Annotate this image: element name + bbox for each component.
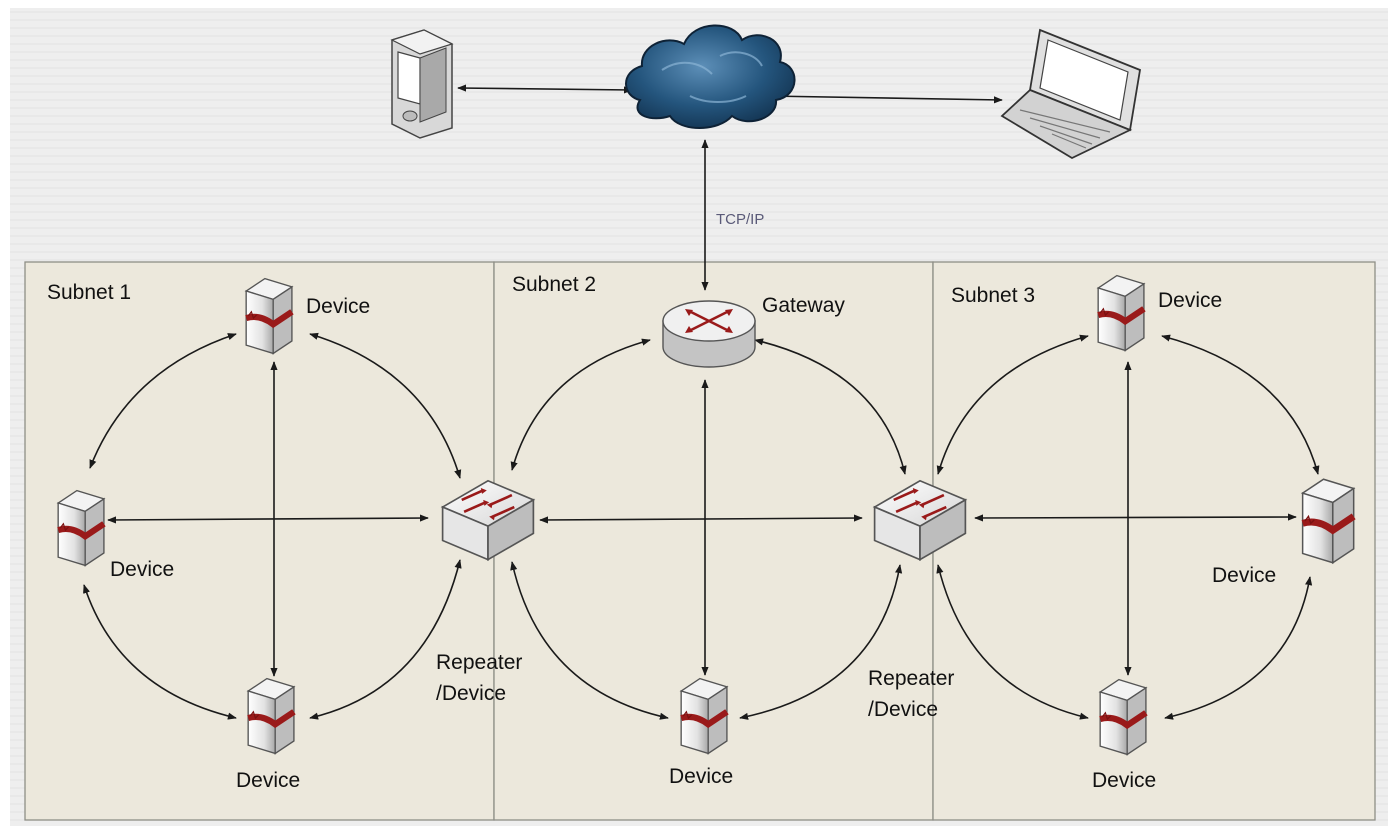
link-s3-right-bottom	[1164, 576, 1313, 720]
repeater-1-label-line2: /Device	[436, 682, 506, 705]
device-s3-top-label: Device	[1158, 289, 1222, 312]
link-s1-left-repeater	[107, 514, 429, 524]
device-s1-bottom-label: Device	[236, 769, 300, 792]
device-s1-left-label: Device	[110, 558, 174, 581]
subnet-1-title: Subnet 1	[47, 281, 131, 304]
pda-icon	[390, 29, 454, 139]
device-s1-bottom	[248, 679, 294, 754]
link-s1-top-left	[89, 333, 237, 469]
device-s1-top-label: Device	[306, 295, 370, 318]
link-repeater2-s3-bottom	[936, 564, 1089, 720]
link-repeater2-right	[974, 513, 1297, 522]
router-icon-gateway	[661, 299, 757, 369]
protocol-label: TCP/IP	[716, 211, 764, 228]
link-s3-top-repeater	[936, 334, 1089, 475]
device-s1-top	[246, 279, 292, 354]
device-s3-right-label: Device	[1212, 564, 1276, 587]
device-s1-left	[58, 491, 104, 566]
device-s2-bottom	[681, 679, 727, 754]
link-pda-cloud	[457, 84, 633, 94]
device-s3-bottom	[1100, 680, 1146, 755]
link-cloud-laptop	[767, 92, 1003, 104]
device-s3-bottom-label: Device	[1092, 769, 1156, 792]
repeater-1-label-line1: Repeater	[436, 651, 522, 674]
device-s2-bottom-label: Device	[669, 765, 733, 788]
link-repeater1-repeater2	[539, 514, 863, 524]
device-s3-top	[1098, 276, 1144, 351]
link-repeater2-bottom	[739, 564, 903, 720]
cloud-icon	[625, 24, 796, 129]
connections	[83, 84, 1320, 720]
laptop-icon	[1000, 28, 1142, 160]
link-s3-top-right	[1161, 334, 1320, 475]
gateway-label: Gateway	[762, 294, 845, 317]
link-gateway-repeater1	[510, 338, 651, 471]
link-s1-left-bottom	[83, 584, 237, 720]
link-gateway-repeater2	[754, 338, 907, 475]
repeater-2-label-line1: Repeater	[868, 667, 954, 690]
subnet-3-title: Subnet 3	[951, 284, 1035, 307]
link-s1-repeater-bottom	[309, 559, 462, 720]
device-s3-right	[1303, 479, 1354, 563]
link-s1-top-repeater	[309, 332, 462, 479]
link-repeater1-bottom	[510, 561, 669, 720]
subnet-2-title: Subnet 2	[512, 273, 596, 296]
repeater-2-label-line2: /Device	[868, 698, 938, 721]
